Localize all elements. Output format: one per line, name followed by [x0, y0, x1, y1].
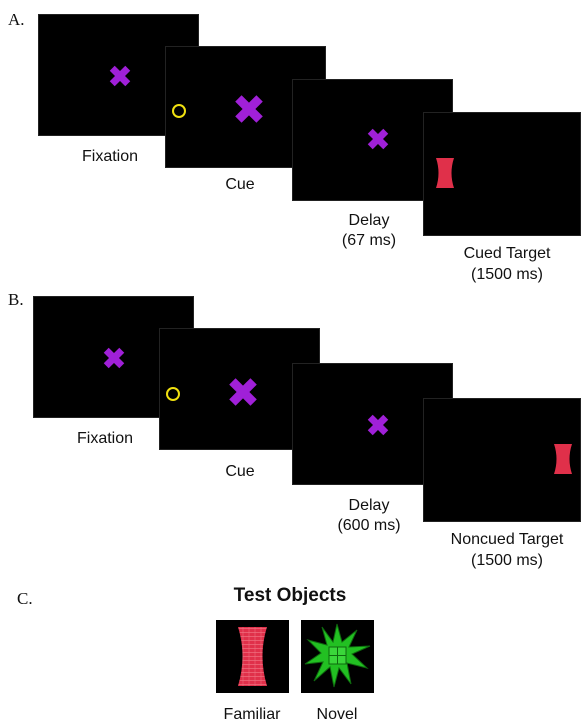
- panel-b-delay-duration: (600 ms): [337, 517, 401, 534]
- familiar-object-icon: [238, 627, 267, 686]
- novel-object-box: [301, 620, 374, 693]
- test-objects-title: Test Objects: [233, 585, 347, 606]
- panel-a-cue-caption: Cue: [225, 176, 255, 193]
- panel-b-target-screen: [423, 398, 581, 522]
- panel-b-delay-caption: Delay: [348, 497, 390, 514]
- fixation-cross-icon: [367, 128, 389, 150]
- panel-a-delay-caption: Delay: [348, 212, 390, 229]
- panel-b-cue-caption: Cue: [225, 463, 255, 480]
- familiar-object-icon: [436, 158, 454, 188]
- panel-a-target-caption: Cued Target: [463, 245, 551, 262]
- fixation-cross-icon: [103, 347, 125, 369]
- panel-b-fixation-caption: Fixation: [76, 430, 134, 447]
- panel-b-target-caption: Noncued Target: [450, 531, 564, 548]
- fixation-cross-icon: [109, 65, 131, 87]
- fixation-cross-icon: [229, 378, 257, 406]
- panel-a-target-duration: (1500 ms): [470, 266, 544, 283]
- familiar-object-icon: [554, 444, 572, 474]
- fixation-cross-icon: [367, 414, 389, 436]
- panel-a-fixation-caption: Fixation: [81, 148, 139, 165]
- panel-a-letter: A.: [8, 10, 25, 29]
- fixation-cross-icon: [235, 95, 263, 123]
- familiar-label: Familiar: [223, 706, 281, 723]
- panel-c-letter: C.: [17, 589, 33, 608]
- panel-a-target-screen: [423, 112, 581, 236]
- novel-object-icon: [304, 623, 371, 688]
- panel-b-letter: B.: [8, 290, 24, 309]
- familiar-object-box: [216, 620, 289, 693]
- cue-ring-icon: [172, 104, 186, 118]
- panel-a-delay-duration: (67 ms): [341, 232, 397, 249]
- novel-label: Novel: [316, 706, 358, 723]
- panel-b-target-duration: (1500 ms): [470, 552, 544, 569]
- cue-ring-icon: [166, 387, 180, 401]
